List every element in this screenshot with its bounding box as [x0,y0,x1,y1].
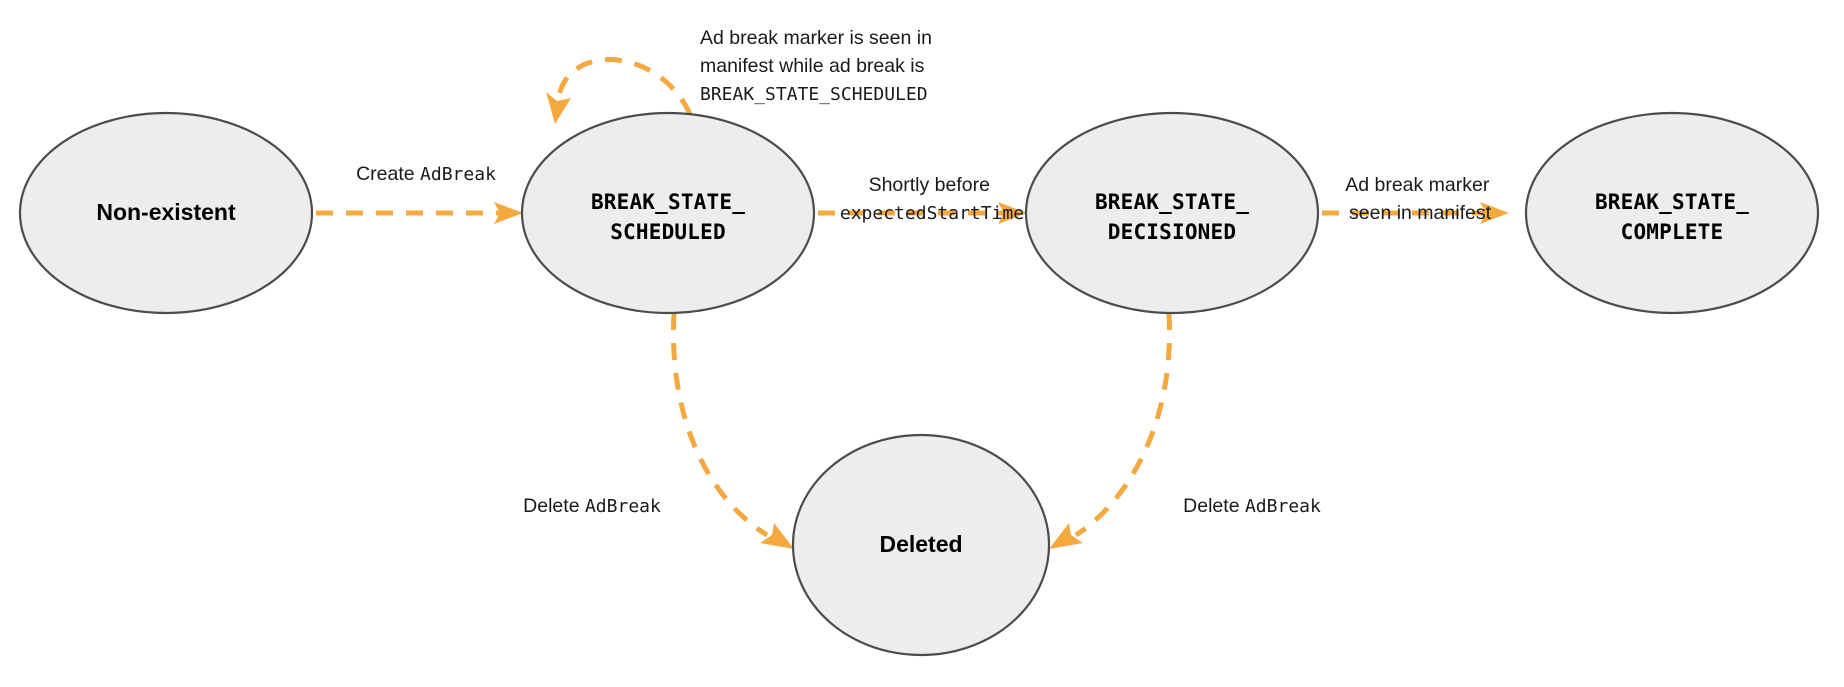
node-non-existent-shape [18,111,314,315]
edge-delete-adbreak-from-scheduled-arrowhead [760,523,794,549]
edge-label-delete-adbreak-from-decisioned: Delete AdBreak [1183,495,1321,517]
edge-label-ad-break-marker-line1: Ad break marker [1345,174,1490,196]
edge-label-delete-adbreak-from-scheduled: Delete AdBreak [523,495,661,517]
edge-label-create-adbreak-mono: AdBreak [420,164,496,185]
edge-marker-seen-while-scheduled[interactable] [546,57,693,124]
edge-label-shortly-before-line1: Shortly before [869,174,990,196]
node-non-existent[interactable]: Non-existent [18,111,314,315]
node-break-state-complete-label-line1: BREAK_STATE_ [1595,190,1749,214]
edge-create-adbreak-arrowhead [494,202,523,224]
edge-shortly-before-expected-start-time-arrowhead [998,202,1027,224]
node-break-state-scheduled-shape [520,111,816,315]
edge-delete-adbreak-from-decisioned-arrowhead [1049,523,1083,549]
node-deleted-shape [791,433,1051,657]
edge-marker-seen-while-scheduled-line [556,57,693,116]
node-break-state-scheduled[interactable]: BREAK_STATE_ SCHEDULED [520,111,816,315]
edge-label-marker-seen-while-scheduled-line1: Ad break marker is seen in [700,27,932,49]
edge-label-marker-seen-while-scheduled: Ad break marker is seen in manifest whil… [700,27,937,105]
node-break-state-complete-label-line2: COMPLETE [1621,220,1724,244]
edge-label-delete-decisioned-mono: AdBreak [1245,496,1321,517]
edge-delete-adbreak-from-scheduled[interactable] [670,312,794,549]
edge-create-adbreak[interactable] [316,202,523,224]
edge-label-create-adbreak-sans: Create [356,163,420,185]
edge-label-delete-scheduled-mono: AdBreak [585,496,661,517]
edge-ad-break-marker-seen-in-manifest[interactable] [1322,202,1509,224]
node-break-state-decisioned-shape [1024,111,1320,315]
edge-label-marker-seen-while-scheduled-line3: BREAK_STATE_SCHEDULED [700,84,928,105]
node-deleted[interactable]: Deleted [791,433,1051,657]
edge-label-shortly-before-line2: expectedStartTime [840,203,1024,224]
edge-label-delete-scheduled-sans: Delete [523,495,585,517]
node-deleted-label: Deleted [879,531,962,557]
edge-label-ad-break-marker-seen-in-manifest: Ad break marker seen in manifest [1345,174,1495,224]
node-break-state-decisioned-label-line1: BREAK_STATE_ [1095,190,1249,214]
node-break-state-decisioned-label-line2: DECISIONED [1108,220,1236,244]
node-break-state-decisioned[interactable]: BREAK_STATE_ DECISIONED [1024,111,1320,315]
node-break-state-complete-shape [1524,111,1820,315]
edge-label-marker-seen-while-scheduled-line2: manifest while ad break is [700,55,925,77]
node-break-state-scheduled-label-line2: SCHEDULED [610,220,726,244]
edge-label-delete-decisioned-sans: Delete [1183,495,1245,517]
edge-delete-adbreak-from-decisioned[interactable] [1049,312,1173,549]
edge-label-shortly-before-expected-start-time: Shortly before expectedStartTime [840,174,1024,224]
edge-label-ad-break-marker-line2: seen in manifest [1349,202,1492,224]
node-non-existent-label: Non-existent [96,199,236,225]
node-break-state-scheduled-label-line1: BREAK_STATE_ [591,190,745,214]
edge-label-create-adbreak: Create AdBreak [356,163,496,185]
edge-delete-adbreak-from-decisioned-line [1074,312,1173,538]
edge-marker-seen-while-scheduled-arrowhead [546,92,571,124]
edge-delete-adbreak-from-scheduled-line [670,312,769,538]
edge-shortly-before-expected-start-time[interactable] [818,202,1027,224]
edge-ad-break-marker-seen-in-manifest-arrowhead [1480,202,1509,224]
node-break-state-complete[interactable]: BREAK_STATE_ COMPLETE [1524,111,1820,315]
